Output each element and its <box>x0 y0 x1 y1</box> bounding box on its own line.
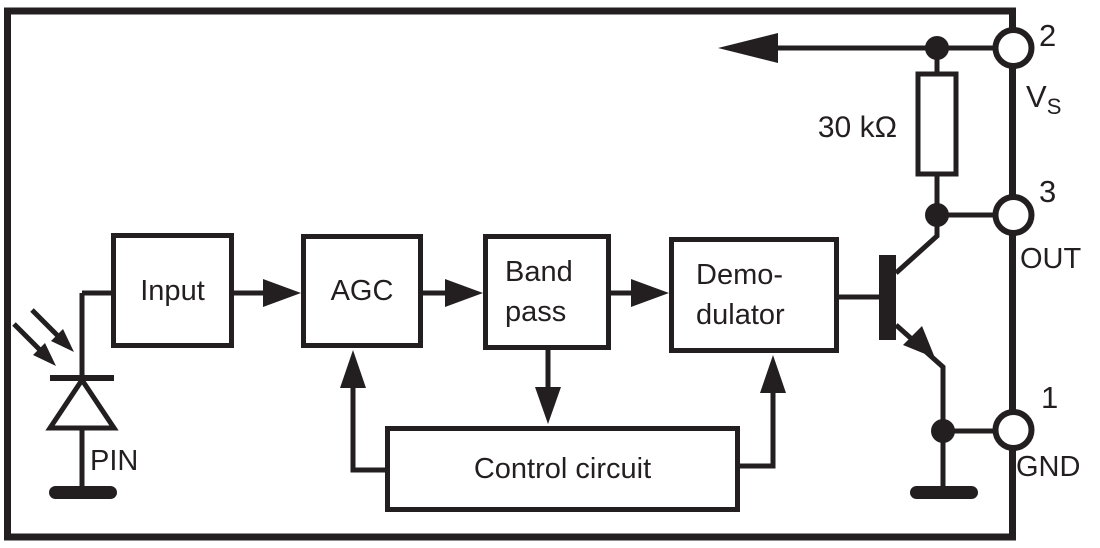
block-bandpass-label: Band pass <box>505 252 573 332</box>
ground-symbol-left <box>49 486 117 499</box>
arrow-agc-to-bandpass <box>445 279 483 307</box>
pin-name-vs-main: V <box>1026 79 1047 114</box>
arrow-control-to-agc <box>340 350 366 388</box>
junction-dot-gnd <box>931 419 955 443</box>
block-bandpass-label-line2: pass <box>505 296 567 328</box>
photodiode-triangle <box>45 375 119 431</box>
pin-number-3: 3 <box>1039 174 1057 209</box>
junction-dot-out <box>925 203 949 227</box>
light-ray-icon-2 <box>12 322 42 352</box>
light-ray-arrowhead-1 <box>51 329 74 352</box>
wire-control-to-demodulator <box>740 390 776 469</box>
arrow-internal-supply <box>718 33 778 63</box>
block-control-circuit: Control circuit <box>385 426 740 512</box>
pin-name-vs: VS <box>1026 79 1061 119</box>
photodiode-wire <box>79 290 113 487</box>
arrow-control-to-demodulator <box>760 355 786 393</box>
block-demodulator-label: Demo- dulator <box>696 255 785 335</box>
pin-number-1: 1 <box>1041 380 1059 415</box>
block-demodulator-label-line1: Demo- <box>696 259 784 291</box>
block-agc: AGC <box>301 234 423 348</box>
ground-symbol-right <box>910 486 978 499</box>
block-agc-label: AGC <box>330 275 394 307</box>
package-outline <box>4 7 1016 541</box>
block-demodulator: Demo- dulator <box>669 237 839 353</box>
photodiode-label: PIN <box>90 445 139 477</box>
transistor-emitter-arrowhead <box>903 326 935 358</box>
light-ray-icon-1 <box>30 308 60 338</box>
pin-terminal-1 <box>992 409 1035 451</box>
arrow-bandpass-to-control <box>535 387 561 424</box>
junction-dot-vs <box>925 36 949 60</box>
block-control-circuit-label: Control circuit <box>473 453 652 485</box>
arrow-bandpass-to-demodulator <box>631 279 669 307</box>
block-bandpass-label-line1: Band <box>505 256 573 288</box>
pin-terminal-2 <box>992 27 1035 69</box>
wire-control-to-agc <box>350 384 385 473</box>
pin-name-vs-subscript: S <box>1046 94 1062 119</box>
transistor-base-bar <box>879 255 896 340</box>
pin-name-gnd: GND <box>1016 451 1081 483</box>
arrow-input-to-agc <box>263 279 301 307</box>
pin-terminal-3 <box>992 194 1035 236</box>
block-demodulator-label-line2: dulator <box>696 299 785 331</box>
resistor-value-label: 30 kΩ <box>817 111 897 144</box>
pin-name-out: OUT <box>1020 243 1082 275</box>
block-input-label: Input <box>140 274 205 307</box>
block-bandpass: Band pass <box>483 234 611 350</box>
pin-number-2: 2 <box>1039 18 1057 53</box>
light-ray-arrowhead-2 <box>33 343 56 366</box>
block-input: Input <box>111 233 234 348</box>
resistor-body <box>915 71 959 177</box>
